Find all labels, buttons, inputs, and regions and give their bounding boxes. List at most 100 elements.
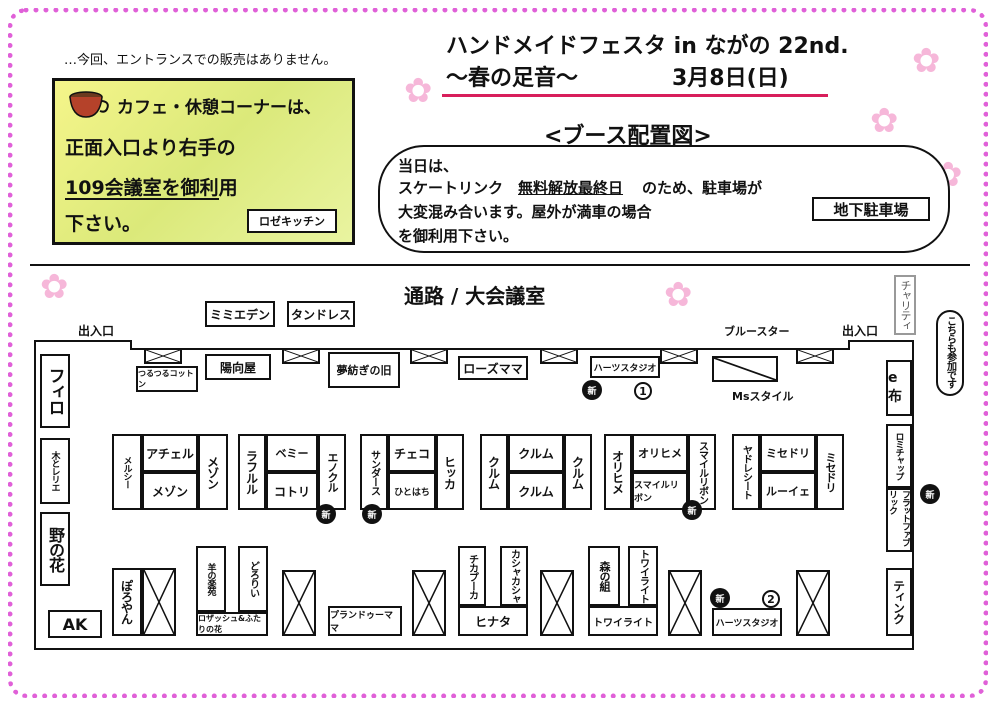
empty-booth	[668, 570, 702, 636]
booth-mezon-2: メゾン	[142, 472, 198, 510]
entrance-left: 出入口	[78, 324, 115, 338]
booth-bemmy: ベミー	[266, 434, 318, 472]
booth-misedori-2: ミセドリ	[816, 434, 844, 510]
charity-booth: チャリティ	[894, 275, 916, 335]
empty-booth	[282, 348, 320, 364]
booth-twilight-2: トワイライト	[588, 606, 658, 636]
circle-number-2: 2	[762, 590, 780, 608]
title-date: 3月8日(日)	[672, 66, 789, 91]
rose-kitchen-label: ロゼキッチン	[247, 209, 337, 233]
empty-booth	[412, 570, 446, 636]
booth-kurumu-4: クルム	[564, 434, 592, 510]
booth-morino: 森の組	[588, 546, 620, 606]
booth-achiel: アチェル	[142, 434, 198, 472]
empty-booth	[660, 348, 698, 364]
wall	[912, 340, 914, 650]
title-line1: ハンドメイドフェスタ in ながの 22nd.	[446, 34, 849, 59]
wall	[34, 340, 130, 342]
booth-ehu: e布	[886, 360, 912, 416]
booth-kotori: コトリ	[266, 472, 318, 510]
empty-booth	[540, 570, 574, 636]
booth-orihime-2: オリヒメ	[632, 434, 688, 472]
booth-orihime-1: オリヒメ	[604, 434, 632, 510]
empty-booth	[410, 348, 448, 364]
booth-flat-fabric: フラットファブリック	[886, 488, 912, 552]
booth-hikka: ヒッカ	[436, 434, 464, 510]
empty-booth	[796, 570, 830, 636]
new-badge: 新	[710, 588, 730, 608]
new-badge: 新	[316, 504, 336, 524]
booth-hikubachi: ひとはち	[388, 472, 436, 510]
booth-rosemama: ローズママ	[458, 356, 528, 380]
ms-style-label: Msスタイル	[732, 390, 794, 403]
booth-misedori-1: ミセドリ	[760, 434, 816, 472]
booth-mimi-eden: ミミエデン	[205, 301, 275, 327]
flower-icon: ✿	[664, 275, 693, 315]
aisle-label: 通路 / 大会議室	[404, 284, 546, 308]
cafe-line3: 109会議室を御利用	[65, 177, 238, 199]
booth-tsurutsuru: つるつるコットン	[136, 366, 198, 392]
charity-note-bubble: こちらも参加です	[936, 310, 964, 396]
parking-line2c: のため、駐車場が	[642, 179, 763, 197]
empty-booth	[282, 570, 316, 636]
empty-booth	[144, 348, 182, 364]
booth-ak: AK	[48, 610, 102, 638]
booth-kurumu-1: クルム	[480, 434, 508, 510]
empty-booth	[142, 568, 176, 636]
new-badge: 新	[362, 504, 382, 524]
wall	[848, 340, 914, 342]
parking-line1: 当日は、	[398, 157, 459, 175]
booth-hitsuji: 羊の楽苑	[196, 546, 226, 612]
booth-hearts-studio-2: ハーツスタジオ	[712, 608, 782, 636]
booth-enokuru: エノクル	[318, 434, 346, 510]
wall	[34, 648, 914, 650]
booth-layout-header: <ブース配置図>	[544, 124, 712, 149]
charity-note: こちらも参加です	[944, 316, 956, 388]
circle-number-1: 1	[634, 382, 652, 400]
dotted-border	[8, 8, 988, 698]
booth-hinataya: 陽向屋	[205, 354, 271, 380]
booth-twilight-1: トワイライト	[628, 546, 658, 606]
flower-icon: ✿	[404, 71, 433, 111]
booth-kurumu-2: クルム	[508, 434, 564, 472]
section-divider	[30, 264, 970, 266]
booth-hinata: ヒナタ	[458, 606, 528, 636]
parking-notice: 当日は、 スケートリンク 無料解放最終日 のため、駐車場が 大変混み合います。屋…	[378, 145, 950, 253]
booth-poroyan: ぽろやん	[112, 568, 142, 636]
booth-rosa: ロザッシュ&ふたりの花	[196, 612, 268, 636]
booth-nonohana: 野の花	[40, 512, 70, 586]
booth-yoresito: ヤドレシート	[732, 434, 760, 510]
entrance-right: 出入口	[842, 324, 879, 338]
cafe-line2: 正面入口より右手の	[65, 137, 236, 159]
booth-blue-star	[712, 356, 778, 382]
booth-cheko: チェコ	[388, 434, 436, 472]
booth-plant-mama: プランドゥーママ	[328, 606, 402, 636]
underground-parking-label: 地下駐車場	[812, 197, 930, 221]
flower-icon: ✿	[912, 41, 941, 81]
cafe-line4: 下さい。	[65, 213, 142, 235]
booth-merci: メルシー	[112, 434, 142, 510]
wall	[130, 340, 132, 350]
booth-yumesho: 夢紡ぎの旧	[328, 352, 400, 388]
booth-rafurur: ラフルル	[238, 434, 266, 510]
entrance-note: …今回、エントランスでの販売はありません。	[64, 53, 337, 68]
wall	[130, 348, 850, 350]
flower-icon: ✿	[870, 101, 899, 141]
new-badge: 新	[582, 380, 602, 400]
parking-line2b: 無料解放最終日	[518, 179, 624, 197]
parking-line3a: 大変混み合います。屋外が満車の場合	[398, 203, 652, 221]
booth-rui: ルーイェ	[760, 472, 816, 510]
booth-tandress: タンドレス	[287, 301, 355, 327]
booth-kurumu-3: クルム	[508, 472, 564, 510]
cafe-notice: カフェ・休憩コーナーは、 正面入口より右手の 109会議室を御利用 下さい。 ロ…	[52, 78, 355, 245]
booth-hearts-studio-1: ハーツスタジオ	[590, 356, 660, 378]
parking-line4: を御利用下さい。	[398, 227, 519, 245]
booth-smile-ribbon-1: スマイルリボン	[688, 434, 716, 510]
booth-smile-ribbon-2: スマイルリボン	[632, 472, 688, 510]
booth-kotorie: 木とレリエ	[40, 438, 70, 504]
wall	[848, 340, 850, 350]
title-underline	[442, 94, 828, 97]
booth-sanders: サンダース	[360, 434, 388, 510]
blue-star-label: ブルースター	[724, 325, 790, 338]
title-subtitle: 〜春の足音〜	[446, 66, 579, 91]
